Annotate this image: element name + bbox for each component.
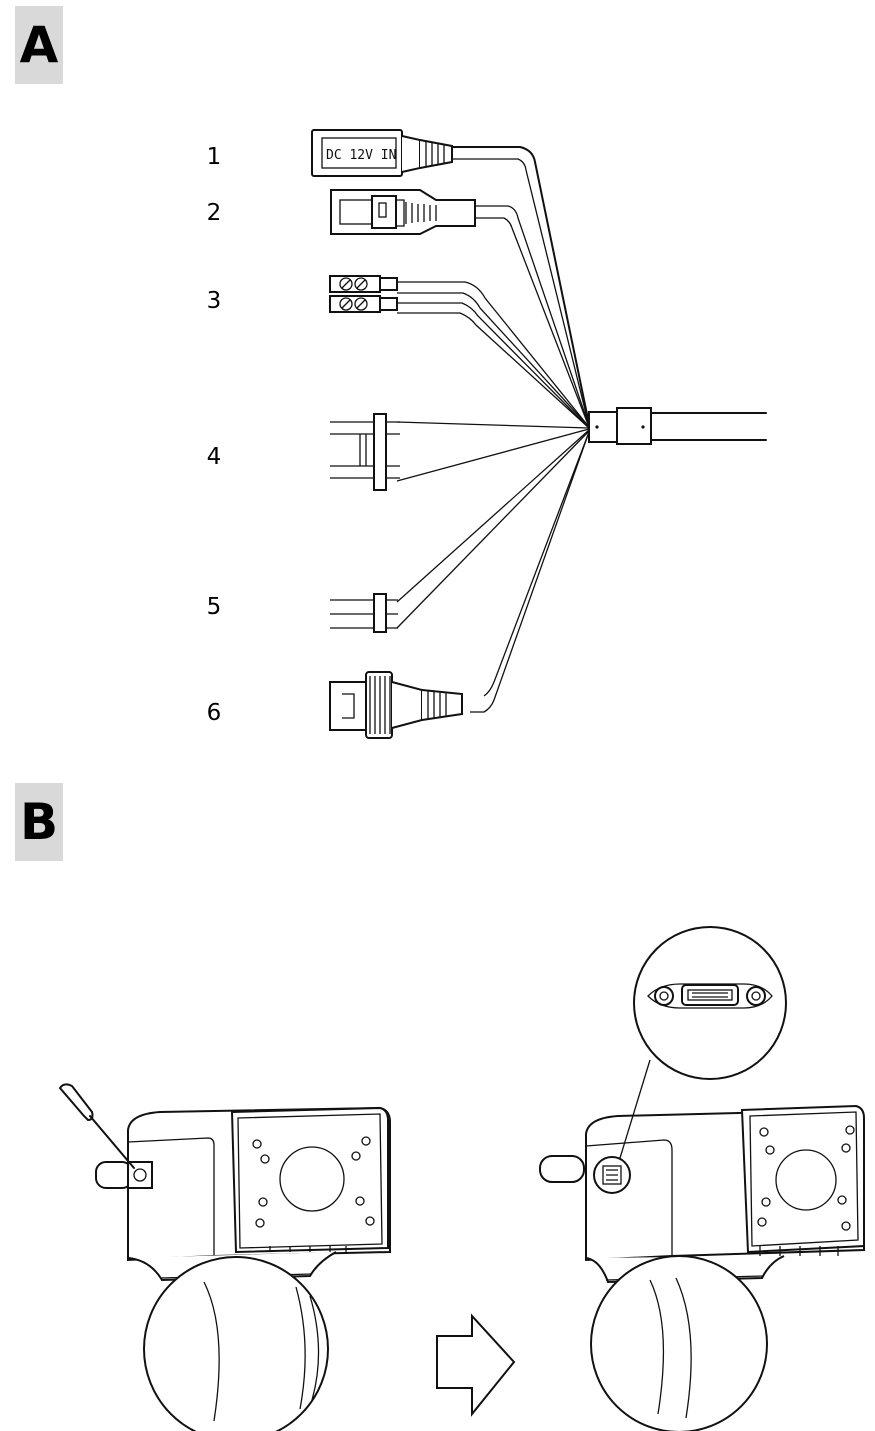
cable-number-1: 1 [206,144,222,170]
section-b-label: B [15,783,63,861]
section-a-label: A [15,6,63,84]
rj45-network-connector [329,671,463,739]
cable-number-4: 4 [206,444,222,470]
fan-out-wires [396,146,590,713]
arrow-right-icon [436,1313,516,1417]
network-jack-connector [330,189,476,235]
screwdriver-icon [58,1083,135,1169]
cable-number-2: 2 [206,200,222,226]
dc-power-connector: DC 12V IN [311,129,453,177]
camera-before [95,1106,391,1431]
cable-number-3: 3 [206,288,222,314]
audio-wire-connector [330,593,398,633]
dc-12v-in-label: DC 12V IN [326,148,396,163]
cable-number-6: 6 [206,700,222,726]
camera-after [539,1104,865,1431]
cable-number-5: 5 [206,594,222,620]
alarm-terminal-block [329,275,398,313]
zoom-callout [619,926,787,1159]
io-wire-connector [330,413,400,491]
main-cable [588,407,767,445]
